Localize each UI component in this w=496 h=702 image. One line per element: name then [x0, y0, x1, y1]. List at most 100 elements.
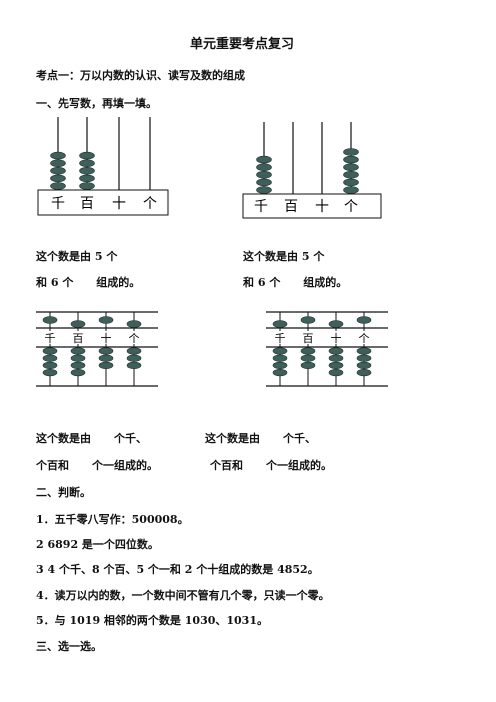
- label-tens: 十: [315, 199, 329, 215]
- abacus-lower-bead: [126, 361, 142, 370]
- abacus-1-beads: [50, 151, 95, 190]
- judge-item-1: 1．五千零八写作：500008。: [36, 513, 189, 526]
- abacus-bead: [79, 166, 95, 175]
- abacus-lower-bead: [272, 361, 288, 370]
- question-4-line-2: 个百和 个一组成的。: [210, 459, 332, 472]
- abacus-bead: [50, 166, 66, 175]
- abacus-lower-bead: [272, 354, 288, 362]
- abacus-lower-bead: [42, 361, 58, 370]
- label-hundreds: 百: [303, 332, 314, 345]
- abacus-1: 千 百 十 个: [37, 117, 169, 216]
- abacus-upper-bead: [70, 320, 86, 328]
- abacus-lower-bead: [356, 368, 372, 377]
- abacus-lower-bead: [42, 354, 58, 362]
- abacus-bead: [343, 155, 359, 164]
- abacus-lower-bead: [42, 347, 58, 355]
- abacus-lower-bead: [356, 361, 372, 370]
- label-ones: 个: [143, 196, 157, 212]
- abacus-2: 千 百 十 个: [242, 122, 382, 219]
- question-1-line-1: 这个数是由 5 个: [36, 250, 118, 263]
- abacus-bead: [79, 151, 95, 160]
- abacus-lower-bead: [70, 361, 86, 370]
- abacus-bead: [50, 159, 66, 168]
- judge-item-2: 2 6892 是一个四位数。: [36, 538, 159, 551]
- question-3-line-1: 这个数是由 个千、: [36, 432, 147, 445]
- label-ones: 个: [344, 199, 358, 215]
- abacus-lower-bead: [300, 347, 316, 355]
- label-hundreds: 百: [73, 332, 84, 345]
- rods: [263, 122, 352, 194]
- abacus-bead: [79, 182, 95, 190]
- judge-item-3: 3 4 个千、8 个百、5 个一和 2 个十组成的数是 4852。: [36, 563, 319, 576]
- label-thousands: 千: [254, 199, 268, 215]
- abacus-lower-bead: [272, 368, 288, 377]
- abacus-lower-bead: [98, 347, 114, 355]
- abacus-bead: [343, 170, 359, 179]
- abacus-lower-bead: [70, 354, 86, 362]
- abacus-bead: [79, 174, 95, 183]
- abacus-2-beads: [256, 148, 359, 194]
- abacus-lower-bead: [300, 361, 316, 370]
- abacus-lower-bead: [356, 347, 372, 355]
- abacus-bead: [256, 170, 272, 179]
- label-tens: 十: [112, 196, 126, 212]
- abacus-lower-bead: [300, 354, 316, 362]
- abacus-3: 千 百 十 个: [36, 311, 158, 387]
- abacus-upper-bead: [328, 320, 344, 328]
- section-1-heading: 一、先写数，再填一填。: [36, 97, 157, 110]
- abacus-upper-bead: [356, 316, 372, 324]
- abacus-upper-bead: [272, 320, 288, 328]
- abacus-lower-bead: [126, 347, 142, 355]
- question-2-line-2: 和 6 个 组成的。: [243, 276, 348, 289]
- abacus-4: 千 百 十 个: [266, 311, 388, 387]
- abacus-lower-bead: [328, 347, 344, 355]
- label-hundreds: 百: [284, 199, 298, 215]
- label-hundreds: 百: [80, 196, 94, 212]
- abacus-bead: [343, 186, 359, 194]
- label-thousands: 千: [51, 196, 65, 212]
- abacus-bead: [256, 186, 272, 194]
- abacus-upper-bead: [98, 316, 114, 324]
- abacus-upper-bead: [42, 316, 58, 324]
- abacus-upper-bead: [300, 316, 316, 324]
- abacus-upper-bead: [126, 320, 142, 328]
- abacus-lower-bead: [98, 354, 114, 362]
- abacus-lower-bead: [328, 354, 344, 362]
- label-thousands: 千: [45, 332, 56, 345]
- question-3-line-2: 个百和 个一组成的。: [36, 459, 158, 472]
- section-3-heading: 三、选一选。: [36, 640, 102, 653]
- label-ones: 个: [359, 332, 370, 345]
- judge-item-4: 4．读万以内的数，一个数中间不管有几个零，只读一个零。: [36, 589, 330, 602]
- abacus-bead: [50, 182, 66, 190]
- abacus-lower-bead: [356, 354, 372, 362]
- judge-item-5: 5．与 1019 相邻的两个数是 1030、1031。: [36, 614, 268, 627]
- abacus-bead: [343, 178, 359, 187]
- abacus-bead: [256, 178, 272, 187]
- abacus-bead: [79, 159, 95, 168]
- page-title: 单元重要考点复习: [190, 37, 295, 52]
- label-tens: 十: [101, 331, 112, 345]
- abacus-lower-bead: [98, 361, 114, 370]
- question-2-line-1: 这个数是由 5 个: [243, 250, 325, 263]
- abacus-bead: [50, 174, 66, 183]
- abacus-lower-bead: [126, 354, 142, 362]
- abacus-lower-bead: [42, 368, 58, 377]
- abacus-lower-bead: [70, 368, 86, 377]
- section-2-heading: 二、判断。: [36, 486, 91, 499]
- abacus-3-beads: [42, 316, 142, 377]
- rods: [57, 117, 151, 190]
- question-1-line-2: 和 6 个 组成的。: [36, 276, 141, 289]
- abacus-4-beads: [272, 316, 372, 377]
- abacus-lower-bead: [328, 361, 344, 370]
- abacus-bead: [50, 151, 66, 160]
- key-point-1: 考点一：万以内数的认识、读写及数的组成: [36, 69, 245, 82]
- label-ones: 个: [129, 332, 140, 345]
- question-4-line-1: 这个数是由 个千、: [205, 432, 316, 445]
- abacus-lower-bead: [328, 368, 344, 377]
- abacus-bead: [256, 163, 272, 172]
- abacus-lower-bead: [272, 347, 288, 355]
- abacus-bead: [256, 155, 272, 164]
- abacus-bead: [343, 163, 359, 172]
- abacus-bead: [343, 148, 359, 156]
- label-tens: 十: [331, 331, 342, 345]
